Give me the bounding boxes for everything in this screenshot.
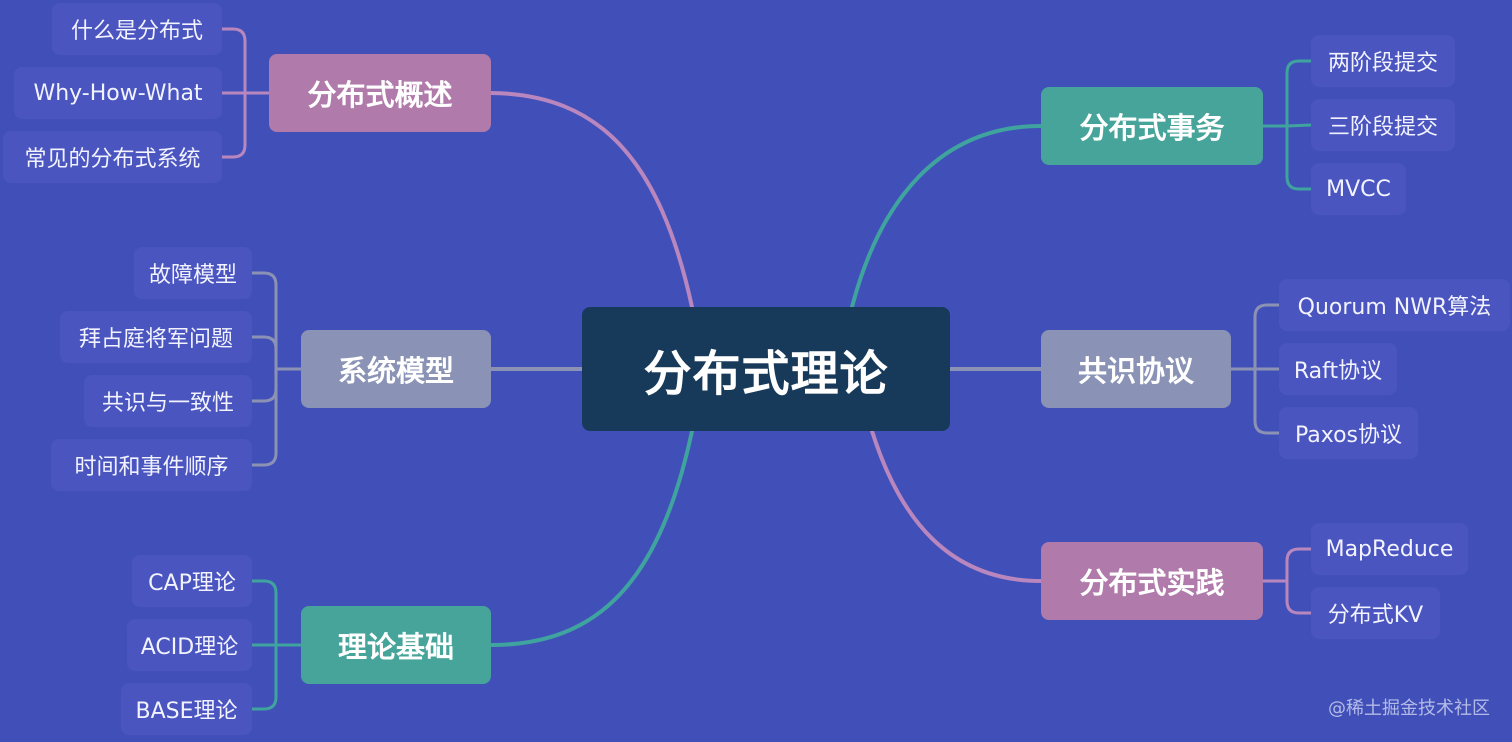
branch-overview[interactable]: 分布式概述 (269, 54, 491, 132)
leaf-common-distributed-systems[interactable]: 常见的分布式系统 (3, 131, 222, 183)
leaf-why-how-what[interactable]: Why-How-What (14, 67, 222, 119)
edge-theory-basics-leaf-2 (250, 643, 278, 711)
edge-theory-basics-leaf-0 (250, 579, 278, 647)
edge-transactions-leaf-1 (1285, 123, 1313, 128)
branch-system-model[interactable]: 系统模型 (301, 330, 491, 408)
edge-system-model-leaf-1 (250, 335, 278, 371)
leaf-cap-theory[interactable]: CAP理论 (132, 555, 252, 607)
leaf-what-is-distributed[interactable]: 什么是分布式 (52, 3, 222, 55)
leaf-three-phase-commit[interactable]: 三阶段提交 (1311, 99, 1455, 151)
leaf-fault-model[interactable]: 故障模型 (134, 247, 252, 299)
edge-system-model-leaf-0 (250, 271, 278, 371)
branch-practice[interactable]: 分布式实践 (1041, 542, 1263, 620)
leaf-two-phase-commit[interactable]: 两阶段提交 (1311, 35, 1455, 87)
leaf-distributed-kv[interactable]: 分布式KV (1311, 587, 1440, 639)
root-node[interactable]: 分布式理论 (582, 307, 950, 431)
edge-system-model-leaf-2 (250, 367, 278, 403)
leaf-raft[interactable]: Raft协议 (1279, 343, 1397, 395)
branch-transactions[interactable]: 分布式事务 (1041, 87, 1263, 165)
edge-consensus-leaf-2 (1253, 367, 1281, 435)
edge-transactions-leaf-2 (1285, 124, 1313, 191)
edge-practice-leaf-0 (1285, 547, 1313, 583)
leaf-acid-theory[interactable]: ACID理论 (127, 619, 252, 671)
edge-practice-leaf-1 (1285, 579, 1313, 615)
edge-root-transactions (850, 124, 1043, 309)
edge-transactions-leaf-0 (1285, 59, 1313, 128)
edge-consensus-leaf-0 (1253, 303, 1281, 371)
edge-overview-leaf-2 (220, 91, 247, 159)
leaf-base-theory[interactable]: BASE理论 (121, 683, 252, 735)
leaf-consensus-consistency[interactable]: 共识与一致性 (84, 375, 252, 427)
leaf-mvcc[interactable]: MVCC (1311, 163, 1406, 215)
edge-root-theory-basics (489, 429, 694, 647)
leaf-byzantine-generals[interactable]: 拜占庭将军问题 (60, 311, 252, 363)
edge-root-overview (489, 91, 694, 309)
leaf-mapreduce[interactable]: MapReduce (1311, 523, 1468, 575)
watermark: @稀土掘金技术社区 (1328, 698, 1490, 719)
edge-system-model-leaf-3 (250, 367, 278, 467)
edge-root-practice (870, 429, 1043, 583)
leaf-paxos[interactable]: Paxos协议 (1279, 407, 1418, 459)
leaf-quorum-nwr[interactable]: Quorum NWR算法 (1279, 279, 1510, 331)
leaf-time-event-order[interactable]: 时间和事件顺序 (51, 439, 252, 491)
branch-theory-basics[interactable]: 理论基础 (301, 606, 491, 684)
branch-consensus[interactable]: 共识协议 (1041, 330, 1231, 408)
edge-overview-leaf-0 (220, 27, 247, 95)
